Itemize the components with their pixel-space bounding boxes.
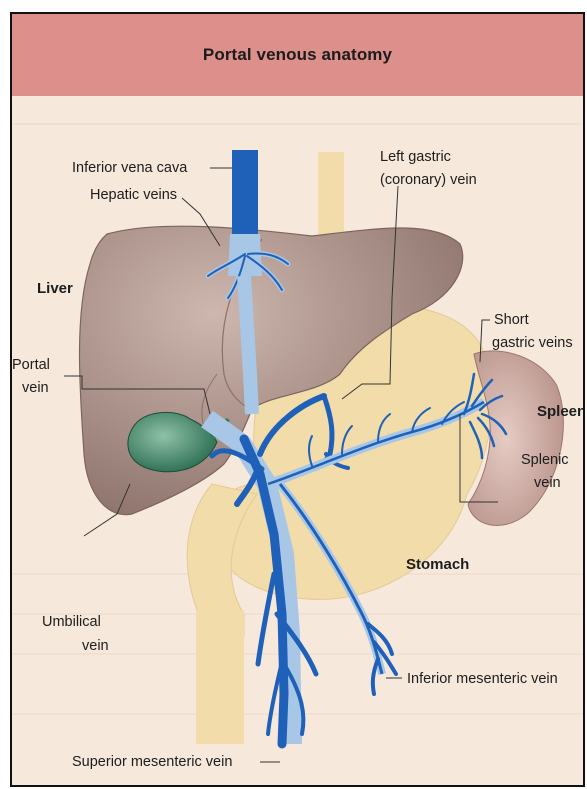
duodenum-tail bbox=[196, 610, 244, 744]
label-left-gastric-line2: (coronary) vein bbox=[380, 172, 477, 188]
label-inferior-vena-cava: Inferior vena cava bbox=[72, 160, 188, 176]
portal-anatomy-diagram: Inferior vena cava Hepatic veins Left ga… bbox=[12, 14, 585, 787]
label-inferior-mesenteric: Inferior mesenteric vein bbox=[407, 671, 558, 687]
label-left-gastric-line1: Left gastric bbox=[380, 149, 451, 165]
label-splenic-line2: vein bbox=[534, 475, 561, 491]
label-superior-mesenteric: Superior mesenteric vein bbox=[72, 754, 232, 770]
label-short-gastric-line1: Short bbox=[494, 312, 529, 328]
label-portal-line2: vein bbox=[22, 380, 49, 396]
label-umbilical-line1: Umbilical bbox=[42, 614, 101, 630]
ivc-shape bbox=[232, 150, 258, 238]
label-short-gastric-line2: gastric veins bbox=[492, 335, 573, 351]
ivc-trunk-light bbox=[244, 276, 252, 414]
label-stomach: Stomach bbox=[406, 556, 469, 573]
label-splenic-line1: Splenic bbox=[521, 452, 569, 468]
label-portal-line1: Portal bbox=[12, 357, 50, 373]
label-liver: Liver bbox=[37, 280, 73, 297]
label-hepatic-veins: Hepatic veins bbox=[90, 187, 177, 203]
figure-frame: Portal venous anatomy bbox=[10, 12, 585, 787]
label-umbilical-line2: vein bbox=[82, 638, 109, 654]
label-spleen: Spleen bbox=[537, 403, 585, 420]
